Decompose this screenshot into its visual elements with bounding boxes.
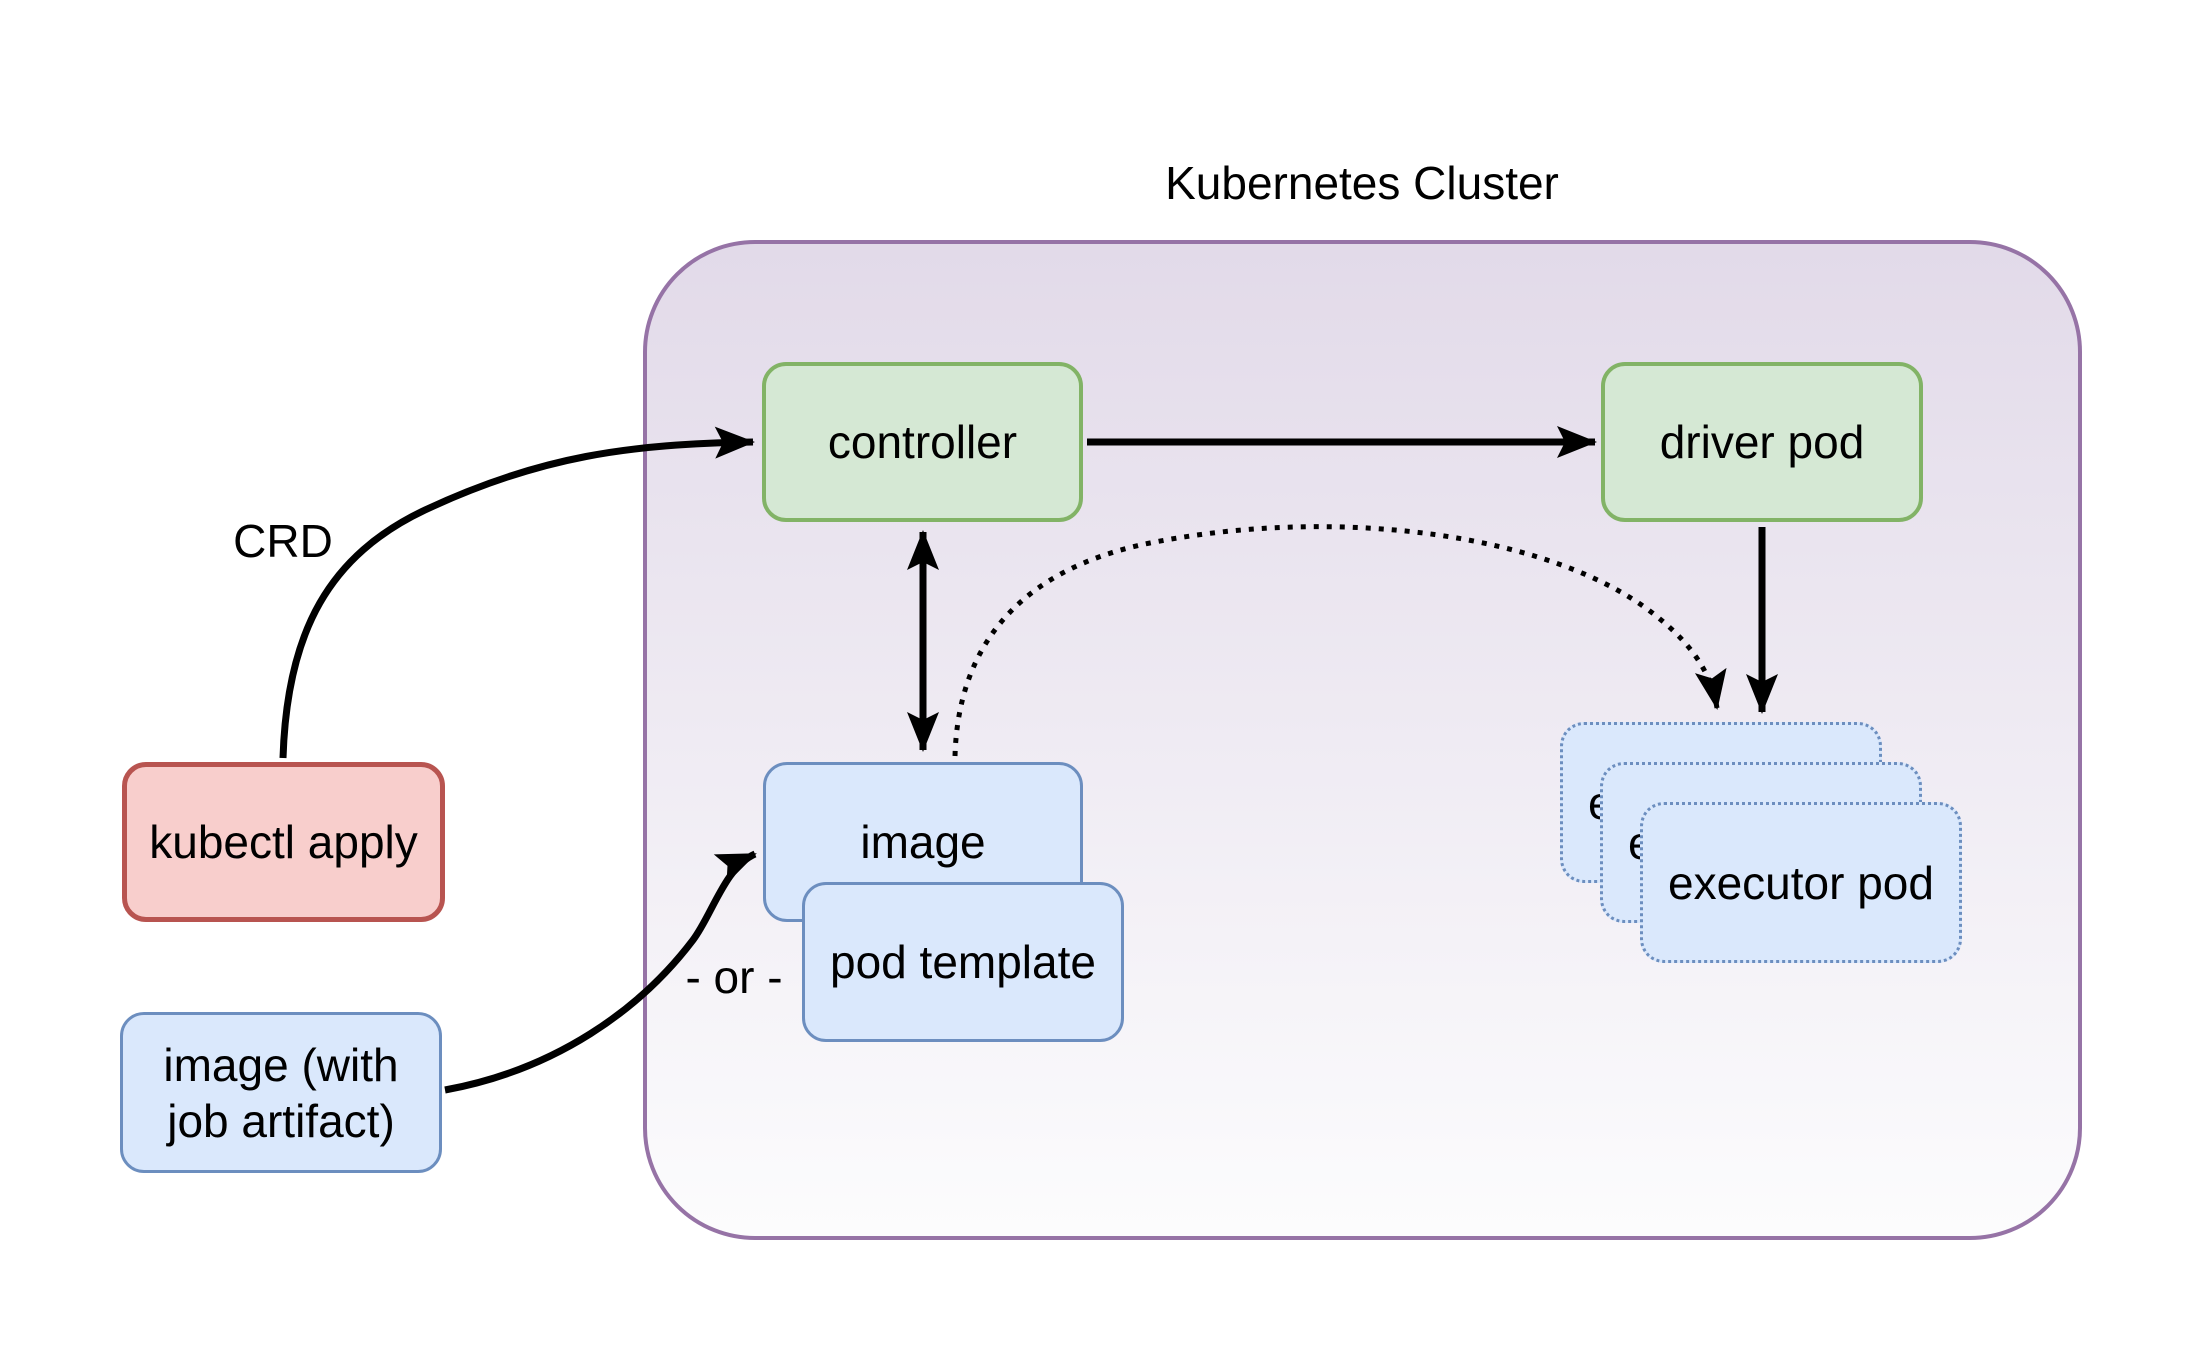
- edge-label-crd: CRD: [233, 515, 333, 567]
- node-image-label: image: [860, 816, 986, 868]
- node-executor-pod-label: executor pod: [1668, 856, 1934, 909]
- node-driver-pod-label: driver pod: [1659, 416, 1865, 468]
- edge-label-or: - or -: [685, 951, 783, 1003]
- node-image-with-job-artifact: image (with job artifact): [120, 1012, 442, 1173]
- node-executor-pod-front: executor pod: [1640, 802, 1962, 963]
- edge-kubectl-to-controller: [279, 426, 755, 759]
- node-pod-template-label: pod template: [830, 936, 1096, 988]
- edge-image-to-executors-dotted: [952, 524, 1727, 757]
- node-controller: controller: [762, 362, 1083, 522]
- node-kubectl-apply: kubectl apply: [122, 762, 445, 922]
- node-controller-label: controller: [827, 416, 1018, 468]
- node-driver-pod: driver pod: [1601, 362, 1923, 522]
- node-pod-template: pod template: [802, 882, 1124, 1042]
- node-kubectl-apply-label: kubectl apply: [149, 816, 418, 868]
- cluster-title: Kubernetes Cluster: [1165, 157, 1559, 209]
- edge-artifact-to-image: [444, 850, 757, 1094]
- node-image-with-job-artifact-label: image (with job artifact): [163, 1038, 399, 1147]
